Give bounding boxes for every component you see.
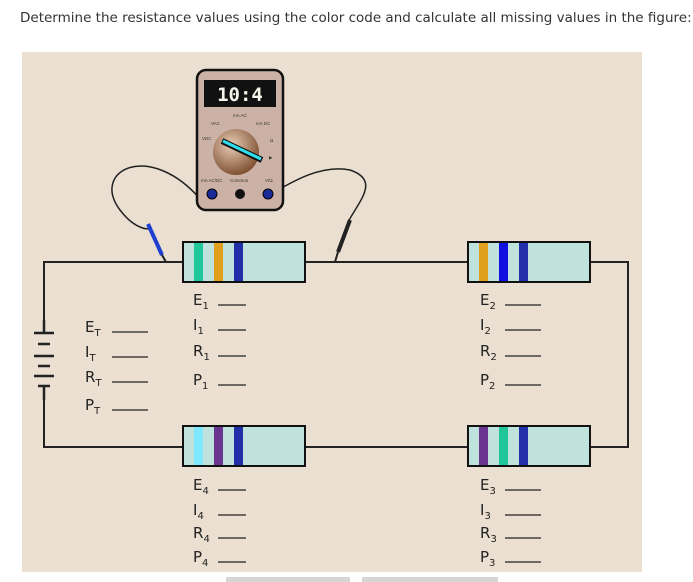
multimeter-display: [204, 80, 276, 107]
black-probe[interactable]: [336, 219, 352, 253]
scrollbar-segment: [226, 577, 350, 582]
label-r1: R1: [193, 342, 210, 363]
svg-text:mA AC/DC: mA AC/DC: [201, 178, 223, 183]
label-r4: R4: [193, 524, 210, 545]
v-ohm-jack[interactable]: [262, 188, 274, 200]
svg-text:mA DC: mA DC: [256, 121, 271, 126]
color-band: [519, 243, 528, 281]
label-e4: E4: [193, 476, 209, 497]
svg-text:VAC: VAC: [211, 121, 221, 126]
svg-text:Ω: Ω: [270, 138, 274, 143]
svg-text:mA AC: mA AC: [233, 113, 248, 118]
color-band: [499, 243, 508, 281]
question-text: Determine the resistance values using th…: [20, 10, 692, 26]
svg-text:VDC: VDC: [202, 136, 212, 141]
battery-icon: [34, 320, 54, 400]
color-band: [234, 427, 243, 465]
label-r3: R3: [480, 524, 497, 545]
label-e2: E2: [480, 291, 496, 312]
resistor-r2: [467, 241, 591, 283]
label-p1: P1: [193, 371, 208, 392]
color-band: [234, 243, 243, 281]
red-probe[interactable]: [146, 223, 164, 256]
diagram-background: [22, 52, 642, 572]
multimeter: 10:4 VAC mA AC mA DC VDC Ω ▶ mA AC/DC Co…: [195, 68, 285, 212]
color-band: [214, 243, 223, 281]
label-e3: E3: [480, 476, 496, 497]
circuit-wires: [43, 261, 629, 448]
label-p4: P4: [193, 548, 208, 569]
resistor-r4: [182, 425, 306, 467]
label-i1: I1: [193, 316, 204, 337]
label-i4: I4: [193, 501, 204, 522]
label-r2: R2: [480, 342, 497, 363]
label-e1: E1: [193, 291, 209, 312]
label-p2: P2: [480, 371, 495, 392]
color-band: [479, 243, 488, 281]
resistor-r1: [182, 241, 306, 283]
display-reading: 10:4: [217, 84, 263, 106]
label-it: IT: [85, 343, 96, 364]
label-rt: RT: [85, 368, 102, 389]
label-p3: P3: [480, 548, 495, 569]
color-band: [479, 427, 488, 465]
color-band: [499, 427, 508, 465]
common-jack[interactable]: [235, 189, 245, 199]
svg-text:Common: Common: [230, 178, 249, 183]
color-band: [214, 427, 223, 465]
color-band: [194, 243, 203, 281]
svg-text:▶: ▶: [269, 155, 273, 160]
ma-jack[interactable]: [206, 188, 218, 200]
label-pt: PT: [85, 396, 101, 417]
resistor-r3: [467, 425, 591, 467]
label-i2: I2: [480, 316, 491, 337]
svg-text:V/Ω: V/Ω: [265, 178, 273, 183]
color-band: [194, 427, 203, 465]
scrollbar-segment: [362, 577, 498, 582]
label-i3: I3: [480, 501, 491, 522]
color-band: [519, 427, 528, 465]
label-et: ET: [85, 318, 101, 339]
